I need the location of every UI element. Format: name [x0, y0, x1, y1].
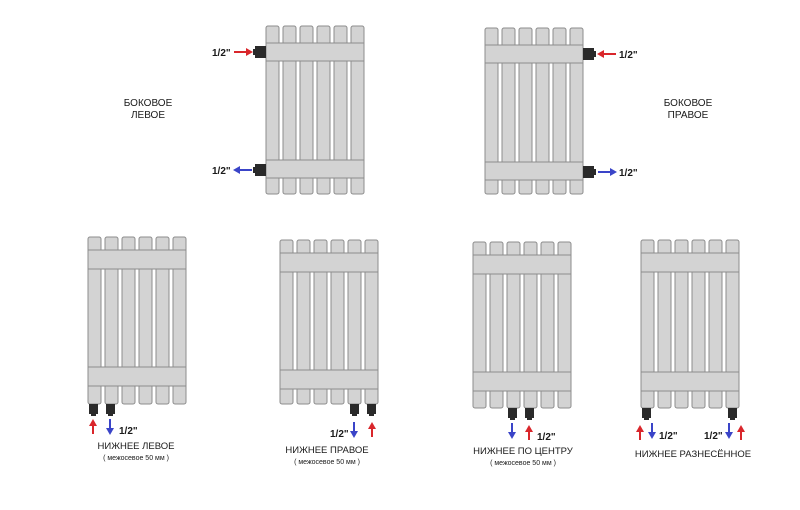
radiator-collector	[472, 371, 572, 392]
supply-arrow	[597, 50, 616, 58]
valve-bottom-right-1	[350, 404, 359, 416]
return-arrow	[725, 423, 733, 439]
radiator-section	[557, 241, 572, 409]
note-bottom-right: ( межосевое 50 мм )	[294, 459, 360, 466]
valve-side-left-bottom	[253, 164, 266, 176]
valve-bottom-diagonal-right	[728, 408, 737, 420]
radiator-collector	[279, 369, 379, 390]
fitting-label: 1/2"	[212, 48, 231, 59]
fitting-label: 1/2"	[330, 429, 349, 440]
radiator-section	[121, 236, 136, 405]
radiator-collector	[484, 44, 584, 64]
radiator-section	[569, 27, 584, 195]
radiator-section	[540, 241, 555, 409]
label-bottom-center: НИЖНЕЕ ПО ЦЕНТРУ	[473, 446, 574, 457]
label-side-right-line1: БОКОВОЕ	[664, 98, 713, 109]
radiator-section	[657, 239, 672, 409]
radiator-section	[535, 27, 550, 195]
supply-arrow	[737, 425, 745, 440]
radiator-section	[350, 25, 365, 195]
radiator-section	[265, 25, 280, 195]
label-bottom-right: НИЖНЕЕ ПРАВОЕ	[285, 445, 368, 456]
return-arrow	[233, 166, 252, 174]
label-bottom-left: НИЖНЕЕ ЛЕВОЕ	[98, 441, 175, 452]
label-side-left-line1: БОКОВОЕ	[124, 98, 173, 109]
radiator-section	[279, 239, 294, 405]
fitting-label: 1/2"	[119, 426, 138, 437]
radiator-section	[282, 25, 297, 195]
radiator-section	[313, 239, 328, 405]
radiator-side-right	[484, 27, 584, 195]
radiator-section	[333, 25, 348, 195]
label-side-right-line2: ПРАВОЕ	[668, 110, 709, 121]
radiator-bottom-right	[279, 239, 379, 405]
radiator-section	[674, 239, 689, 409]
valve-bottom-right-2	[367, 404, 376, 416]
radiator-collector	[640, 252, 740, 273]
radiator-collector	[265, 42, 365, 62]
radiator-side-left	[265, 25, 365, 195]
valve-bottom-left-2	[106, 404, 115, 416]
radiator-collector	[87, 249, 187, 270]
valve-side-right-bottom	[583, 166, 596, 178]
radiator-collector	[279, 252, 379, 273]
fitting-label: 1/2"	[537, 432, 556, 443]
supply-arrow	[636, 425, 644, 440]
radiator-section	[330, 239, 345, 405]
radiator-collector	[640, 371, 740, 392]
radiator-section	[501, 27, 516, 195]
return-arrow	[508, 423, 516, 439]
valve-bottom-diagonal-left	[642, 408, 651, 420]
supply-arrow	[234, 48, 253, 56]
radiator-section	[472, 241, 487, 409]
note-bottom-center: ( межосевое 50 мм )	[490, 460, 556, 467]
radiator-section	[172, 236, 187, 405]
radiator-section	[489, 241, 504, 409]
valve-side-left-top	[253, 46, 266, 58]
radiator-section	[138, 236, 153, 405]
radiator-collector	[472, 254, 572, 275]
radiator-collector	[87, 366, 187, 387]
fitting-label: 1/2"	[704, 431, 723, 442]
radiator-section	[484, 27, 499, 195]
radiator-collector	[484, 161, 584, 181]
return-arrow	[598, 168, 617, 176]
valve-bottom-left-1	[89, 404, 98, 416]
radiator-section	[299, 25, 314, 195]
radiator-section	[155, 236, 170, 405]
supply-arrow	[89, 419, 97, 434]
label-bottom-diagonal: НИЖНЕЕ РАЗНЕСЁННОЕ	[635, 449, 751, 460]
radiator-collector	[265, 159, 365, 179]
fitting-label: 1/2"	[659, 431, 678, 442]
radiator-section	[296, 239, 311, 405]
radiator-bottom-diagonal	[640, 239, 740, 409]
supply-arrow	[368, 422, 376, 437]
return-arrow	[350, 422, 358, 438]
fitting-label: 1/2"	[619, 50, 638, 61]
valve-side-right-top	[583, 48, 596, 60]
fitting-label: 1/2"	[619, 168, 638, 179]
return-arrow	[648, 423, 656, 439]
radiator-bottom-center	[472, 241, 572, 409]
valve-bottom-center-2	[525, 408, 534, 420]
radiator-section	[518, 27, 533, 195]
valve-bottom-center-1	[508, 408, 517, 420]
radiator-bottom-left	[87, 236, 187, 405]
label-side-left-line2: ЛЕВОЕ	[131, 110, 165, 121]
fitting-label: 1/2"	[212, 166, 231, 177]
return-arrow	[106, 419, 114, 435]
radiator-section	[552, 27, 567, 195]
note-bottom-left: ( межосевое 50 мм )	[103, 455, 169, 462]
radiator-section	[708, 239, 723, 409]
radiator-section	[316, 25, 331, 195]
supply-arrow	[525, 425, 533, 440]
radiator-section	[691, 239, 706, 409]
